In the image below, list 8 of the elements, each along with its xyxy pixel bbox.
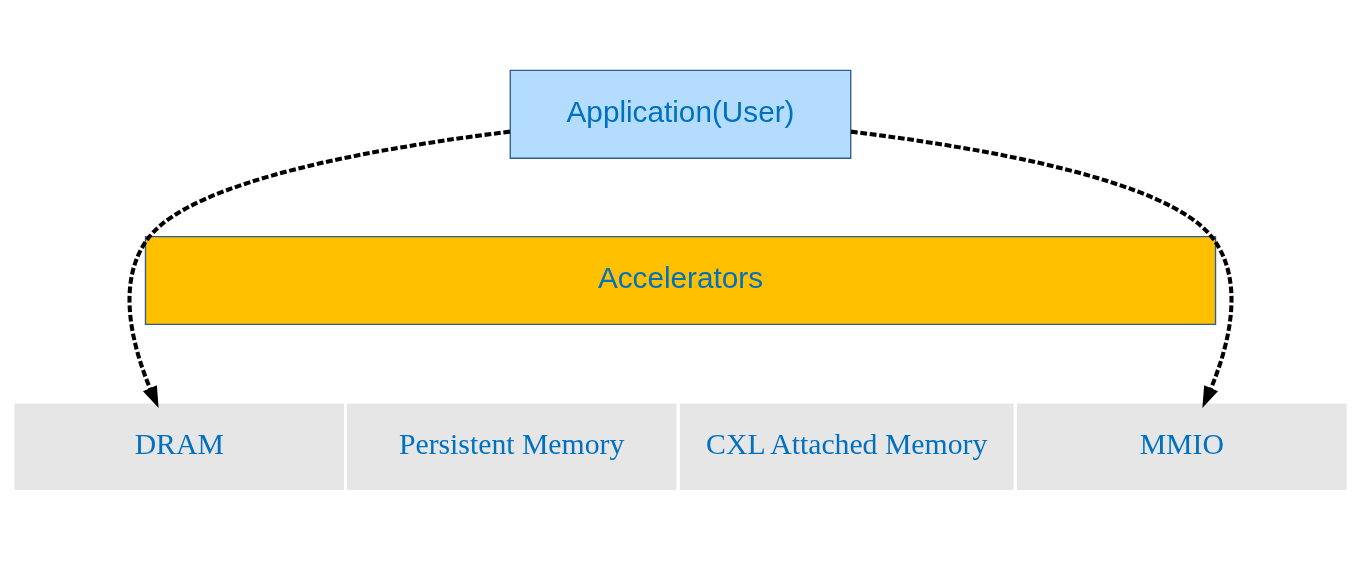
node-box: MMIO xyxy=(1015,402,1348,492)
arrow xyxy=(127,129,511,409)
node-box: Persistent Memory xyxy=(345,402,678,492)
node-box: CXL Attached Memory xyxy=(678,402,1015,492)
node-box: DRAM xyxy=(13,402,346,492)
node-box: Accelerators xyxy=(144,235,1217,326)
arrow xyxy=(850,129,1234,409)
node-box: Application(User) xyxy=(509,69,852,159)
